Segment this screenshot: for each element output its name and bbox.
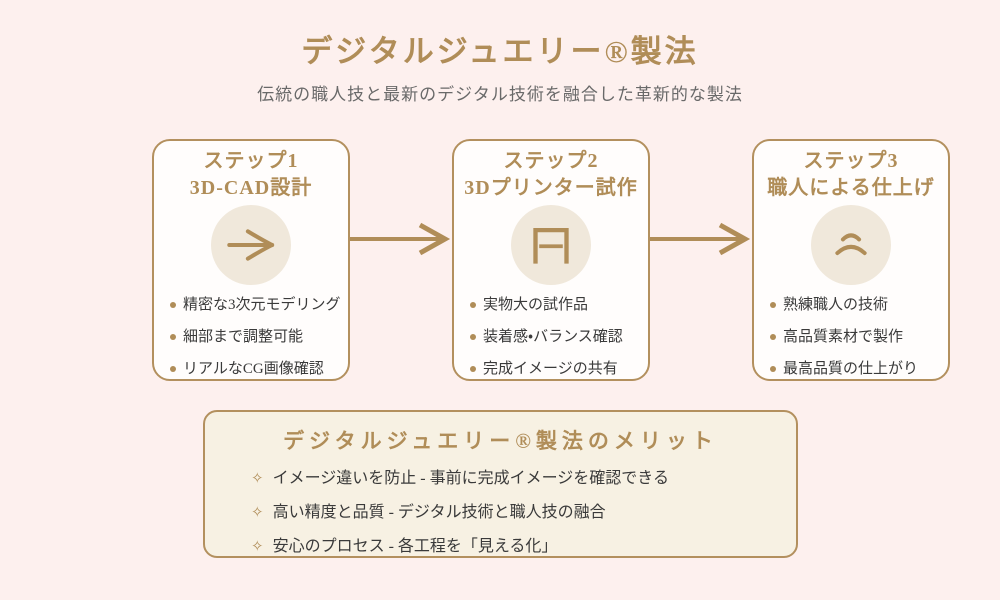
feature-text: 最高品質の仕上がり bbox=[783, 361, 919, 377]
feature-item: 実物大の試作品 bbox=[470, 289, 648, 321]
step-card-1: ステップ1 3D-CAD設計 精密な3次元モデリング 細部まで調整可能 リアルな… bbox=[152, 139, 350, 381]
merit-item: ✧ イメージ違いを防止 - 事前に完成イメージを確認できる bbox=[251, 462, 796, 496]
step-icon-circle bbox=[811, 205, 891, 285]
feature-text: 高品質素材で製作 bbox=[783, 329, 904, 345]
bullet-dot-icon bbox=[170, 334, 176, 340]
step-label: ステップ2 bbox=[503, 150, 599, 172]
printer-icon bbox=[533, 227, 569, 264]
polishing-hands-icon bbox=[835, 233, 867, 256]
sparkle-icon: ✧ bbox=[251, 539, 264, 555]
bullet-dot-icon bbox=[770, 302, 776, 308]
sparkle-icon: ✧ bbox=[251, 505, 264, 521]
page-title: デジタルジュエリー®製法 bbox=[301, 34, 699, 69]
step-label: ステップ1 bbox=[203, 150, 299, 172]
bullet-dot-icon bbox=[470, 366, 476, 372]
feature-text: 精密な3次元モデリング bbox=[183, 297, 341, 313]
feature-item: 細部まで調整可能 bbox=[170, 321, 348, 353]
feature-text: 装着感・バランス確認 bbox=[483, 329, 623, 345]
feature-list: 精密な3次元モデリング 細部まで調整可能 リアルなCG画像確認 bbox=[154, 289, 348, 385]
feature-item: 精密な3次元モデリング bbox=[170, 289, 348, 321]
step-card-3: ステップ3 職人による仕上げ 熟練職人の技術 高品質素材で製作 最高品質の仕上が… bbox=[752, 139, 950, 381]
feature-text: 完成イメージの共有 bbox=[483, 361, 618, 377]
bullet-dot-icon bbox=[170, 302, 176, 308]
feature-text: 細部まで調整可能 bbox=[183, 329, 304, 345]
merits-panel: デジタルジュエリー®製法のメリット ✧ イメージ違いを防止 - 事前に完成イメージ… bbox=[203, 410, 798, 558]
feature-item: リアルなCG画像確認 bbox=[170, 353, 348, 385]
feature-item: 最高品質の仕上がり bbox=[770, 353, 948, 385]
bullet-dot-icon bbox=[470, 302, 476, 308]
feature-item: 完成イメージの共有 bbox=[470, 353, 648, 385]
merit-item: ✧ 高い精度と品質 - デジタル技術と職人技の融合 bbox=[251, 496, 796, 530]
merit-text: イメージ違いを防止 - 事前に完成イメージを確認できる bbox=[272, 470, 669, 487]
feature-list: 熟練職人の技術 高品質素材で製作 最高品質の仕上がり bbox=[754, 289, 948, 385]
merit-text: 高い精度と品質 - デジタル技術と職人技の融合 bbox=[272, 504, 606, 521]
sparkle-icon: ✧ bbox=[251, 471, 264, 487]
bullet-dot-icon bbox=[170, 366, 176, 372]
feature-text: 熟練職人の技術 bbox=[783, 297, 889, 313]
page-subtitle: 伝統の職人技と最新のデジタル技術を融合した革新的な製法 bbox=[257, 85, 743, 104]
feature-item: 高品質素材で製作 bbox=[770, 321, 948, 353]
step-label: ステップ3 bbox=[803, 150, 899, 172]
feature-text: 実物大の試作品 bbox=[483, 297, 589, 313]
feature-item: 熟練職人の技術 bbox=[770, 289, 948, 321]
merit-text: 安心のプロセス - 各工程を「見える化」 bbox=[272, 538, 558, 555]
bullet-dot-icon bbox=[770, 334, 776, 340]
feature-text: リアルなCG画像確認 bbox=[183, 361, 324, 377]
merits-title: デジタルジュエリー®製法のメリット bbox=[283, 429, 718, 453]
step-icon-circle bbox=[511, 205, 591, 285]
step-card-2: ステップ2 3Dプリンター試作 実物大の試作品 装着感・バランス確認 完成イメー… bbox=[452, 139, 650, 381]
step-name: 職人による仕上げ bbox=[767, 177, 935, 199]
bullet-dot-icon bbox=[470, 334, 476, 340]
step-name: 3Dプリンター試作 bbox=[464, 177, 638, 199]
arrow-right-icon bbox=[650, 222, 751, 256]
pen-nib-icon bbox=[227, 229, 275, 261]
feature-item: 装着感・バランス確認 bbox=[470, 321, 648, 353]
arrow-right-icon bbox=[350, 222, 451, 256]
merit-list: ✧ イメージ違いを防止 - 事前に完成イメージを確認できる ✧ 高い精度と品質 - … bbox=[205, 462, 796, 564]
bullet-dot-icon bbox=[770, 366, 776, 372]
step-name: 3D-CAD設計 bbox=[189, 177, 313, 199]
merit-item: ✧ 安心のプロセス - 各工程を「見える化」 bbox=[251, 530, 796, 564]
step-icon-circle bbox=[211, 205, 291, 285]
feature-list: 実物大の試作品 装着感・バランス確認 完成イメージの共有 bbox=[454, 289, 648, 385]
